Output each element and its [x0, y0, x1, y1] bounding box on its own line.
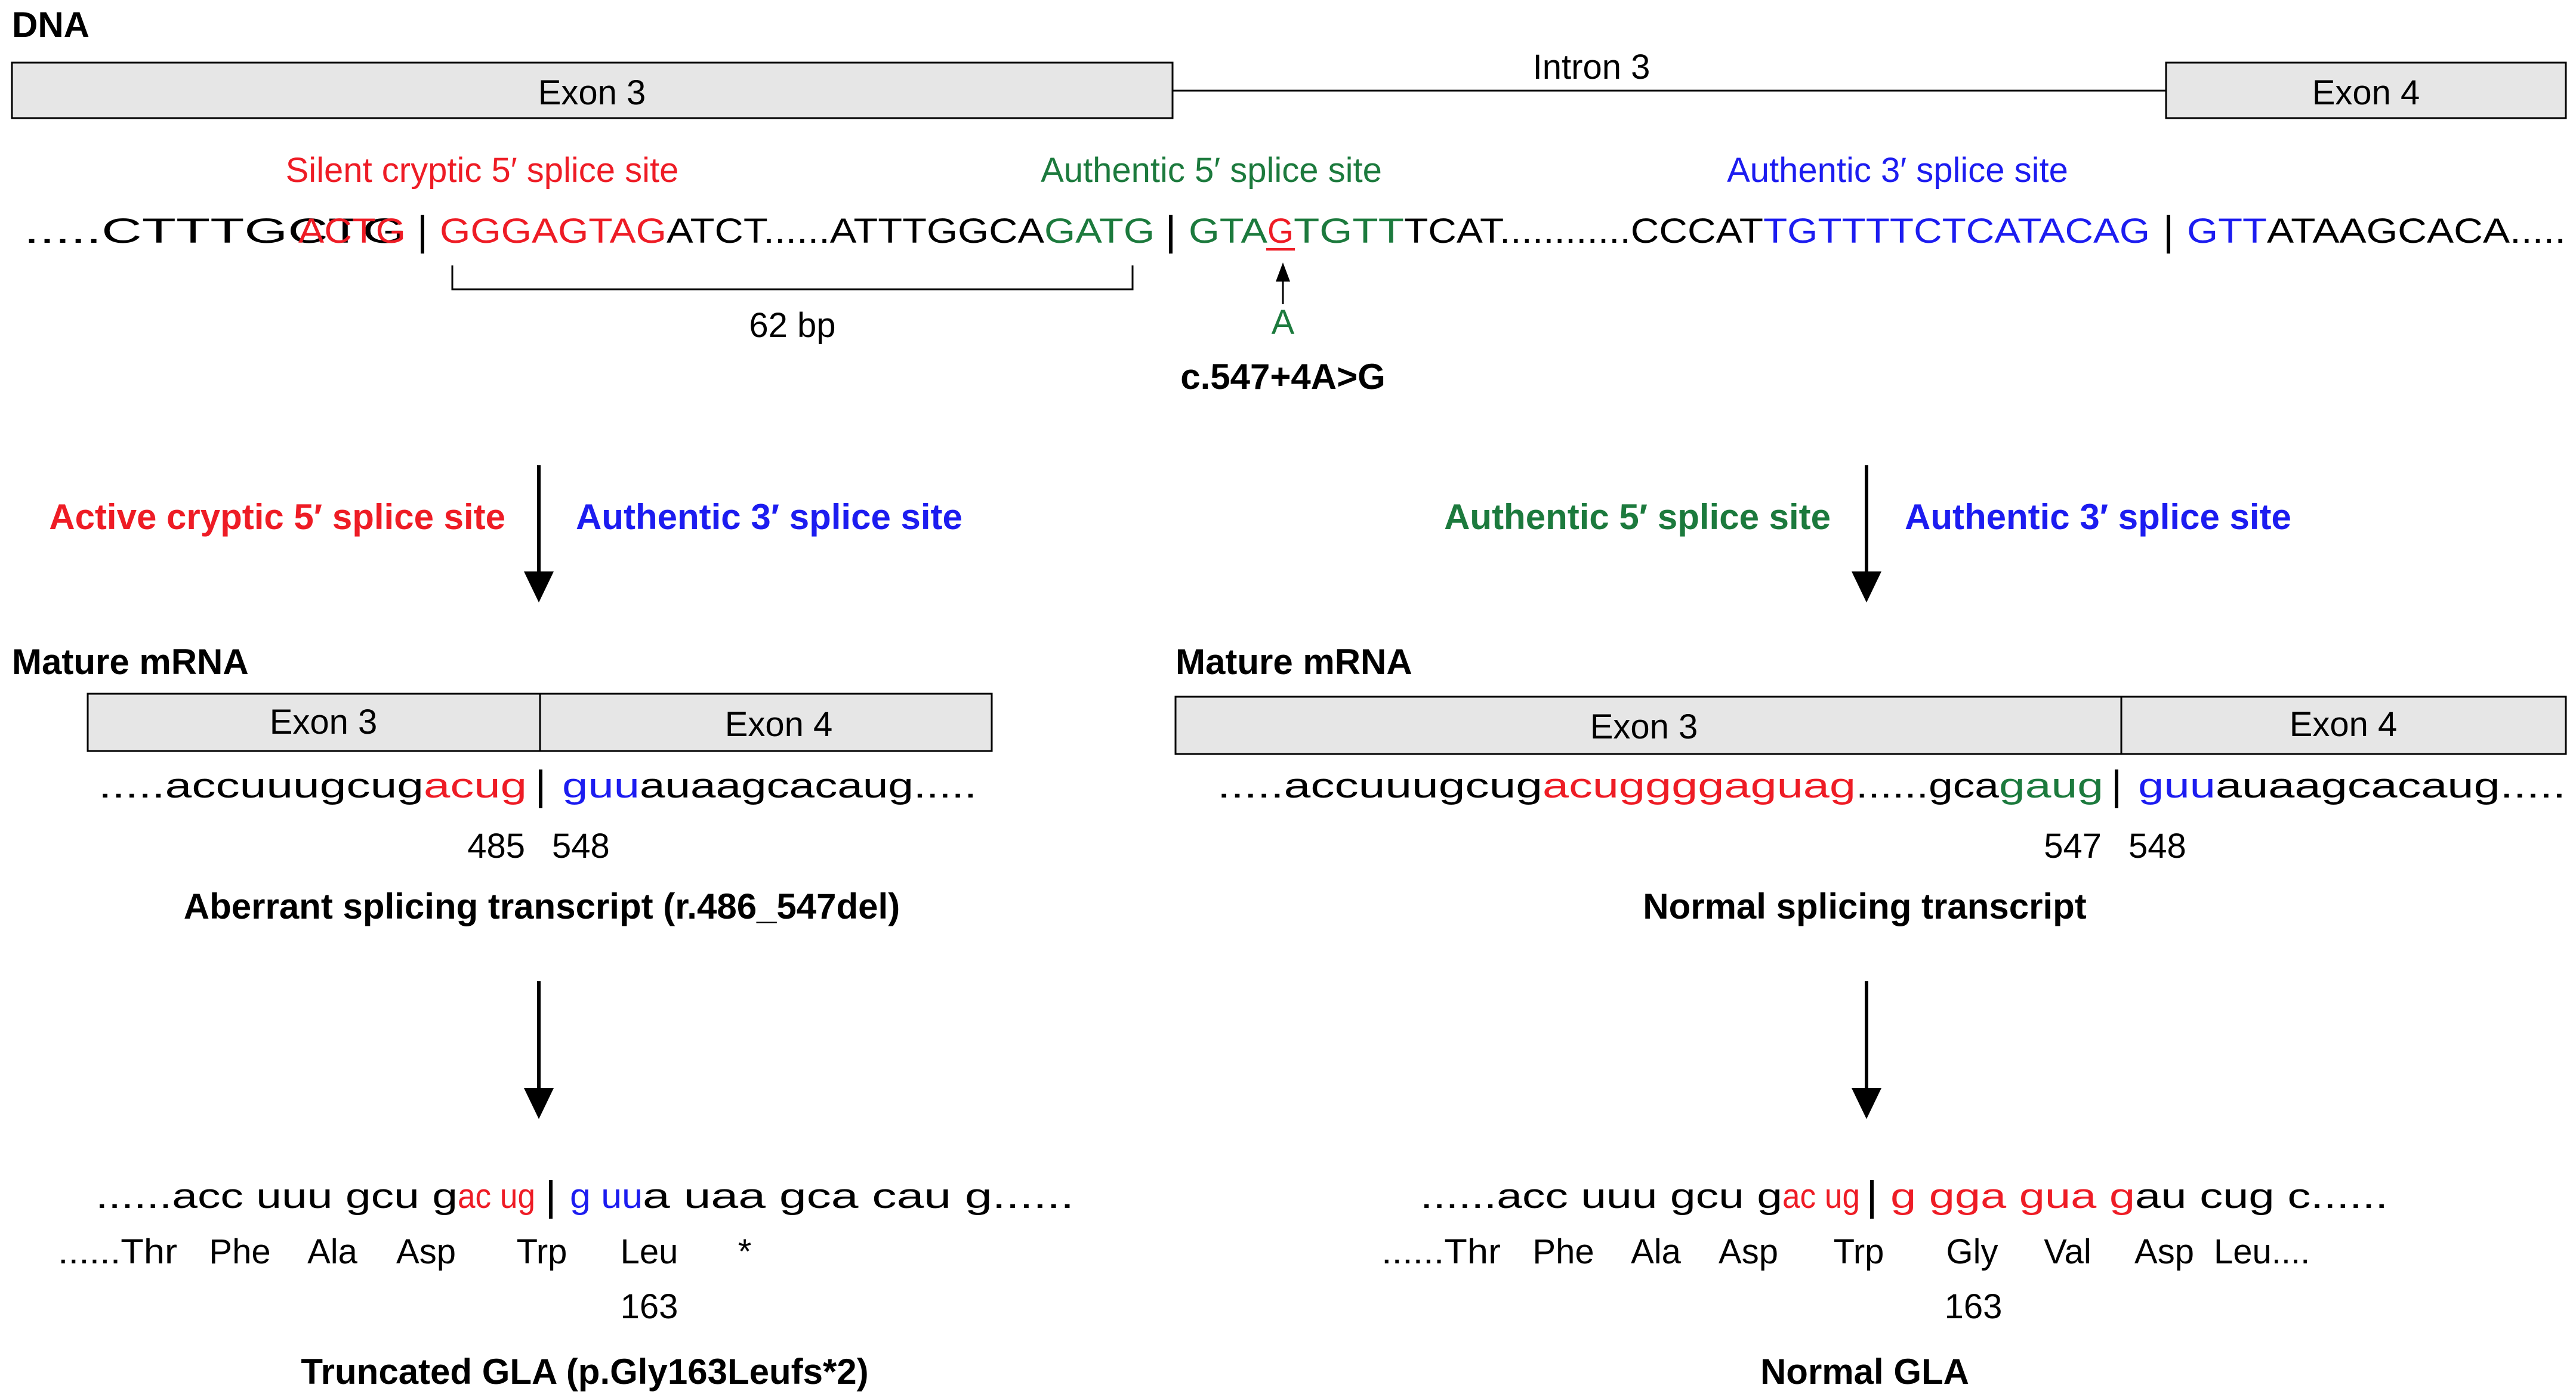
dna-authentic5-label: Authentic 5′ splice site — [1041, 151, 1382, 190]
dna-exon3-box — [11, 61, 1174, 119]
right-authentic3-label: Authentic 3′ splice site — [1905, 497, 2291, 537]
right-mrna-box — [1174, 696, 2567, 755]
right-codons-a: ......acc uuu gcu g — [1420, 1177, 1782, 1216]
right-aa-9: Leu.... — [2214, 1232, 2310, 1271]
left-mrna-seq-c: guu — [562, 767, 640, 805]
right-mrna-seq-f: auaagcacaug..... — [2216, 767, 2566, 805]
left-cryptic-site-label: Active cryptic 5′ splice site — [49, 497, 505, 537]
left-aa-7-stop: * — [738, 1232, 752, 1271]
left-aa-5: Trp — [517, 1232, 567, 1271]
right-aa-5: Trp — [1834, 1232, 1884, 1271]
dna-seq-s11: GTT — [2187, 212, 2267, 251]
right-protein-label: Normal GLA — [1760, 1352, 1969, 1392]
dna-seq-s9: TCAT............CCCAT — [1404, 212, 1763, 251]
right-codons-d: au cug c...... — [2135, 1177, 2388, 1216]
left-arrow-2-head — [524, 1088, 554, 1119]
right-aa-4: Asp — [1719, 1232, 1778, 1271]
dna-authentic3-label: Authentic 3′ splice site — [1727, 151, 2068, 190]
left-arrow-1-head — [524, 571, 554, 602]
right-mrna-title: Mature mRNA — [1176, 642, 1412, 682]
left-mrna-exon4: Exon 4 — [725, 705, 833, 744]
right-aa-3: Ala — [1631, 1232, 1682, 1271]
left-codons-c: g uu — [570, 1177, 643, 1216]
left-mrna-title: Mature mRNA — [12, 642, 249, 682]
dna-seq-mutated-base: G — [1267, 212, 1294, 251]
right-pos-547: 547 — [2044, 827, 2102, 866]
left-authentic3-label: Authentic 3′ splice site — [576, 497, 962, 537]
dna-title: DNA — [12, 5, 90, 45]
left-pos-485: 485 — [467, 827, 525, 866]
right-aa-7: Val — [2044, 1232, 2091, 1271]
right-mrna-seq-e: guu — [2138, 767, 2216, 805]
left-aa-2: Phe — [209, 1232, 270, 1271]
right-aa-2: Phe — [1532, 1232, 1594, 1271]
dna-seq-s4: ATCT......ATTTGGCA — [667, 212, 1044, 251]
right-aa-position: 163 — [1945, 1287, 2003, 1326]
right-pos-548: 548 — [2128, 827, 2186, 866]
left-aa-3: Ala — [307, 1232, 358, 1271]
dna-seq-s3: GGGAGTAG — [440, 212, 667, 251]
right-mrna-exon4: Exon 4 — [2290, 705, 2398, 744]
dna-exon3-label: Exon 3 — [538, 73, 646, 112]
right-mrna-seq-d: gaug — [1999, 767, 2103, 805]
right-mrna-seq-b: acuggggaguag — [1542, 767, 1856, 805]
left-codons-b: ac ug — [458, 1177, 535, 1216]
left-codons-a: ......acc uuu gcu g — [95, 1177, 458, 1216]
dna-seq-s1: .....CTTTGCTG — [24, 212, 406, 251]
dna-intron3-label: Intron 3 — [1533, 48, 1651, 86]
left-aa-6: Leu — [621, 1232, 678, 1271]
left-codons-d: a uaa gca cau g...... — [643, 1177, 1074, 1216]
left-mrna-seq-a: .....accuuugcug — [98, 767, 424, 805]
right-codons-c: g gga gua g — [1890, 1177, 2135, 1216]
dna-seq-s5: GATG — [1044, 212, 1155, 251]
left-aa-1: ......Thr — [58, 1232, 177, 1271]
right-arrow-1-head — [1852, 571, 1881, 602]
right-mrna-exon3: Exon 3 — [1590, 707, 1698, 746]
dna-exon4-box — [2165, 61, 2567, 119]
mutation-name: c.547+4A>G — [1180, 357, 1386, 397]
dna-seq-s6: GTA — [1189, 212, 1267, 251]
dna-cryptic-site-label: Silent cryptic 5′ splice site — [286, 151, 679, 190]
mutation-wildtype-base: A — [1272, 303, 1295, 342]
deletion-bracket — [451, 265, 1134, 290]
right-arrow-2-head — [1852, 1088, 1881, 1119]
right-codons-b: ac ug — [1782, 1177, 1860, 1216]
right-aa-8: Asp — [2134, 1232, 2194, 1271]
right-mrna-seq-c: ......gca — [1856, 767, 2000, 805]
right-aa-6: Gly — [1946, 1232, 1998, 1271]
left-protein-label: Truncated GLA (p.Gly163Leufs*2) — [301, 1352, 868, 1392]
right-aa-1: ......Thr — [1381, 1232, 1501, 1271]
deletion-length-label: 62 bp — [749, 306, 835, 345]
left-aa-position: 163 — [621, 1287, 678, 1326]
dna-exon4-label: Exon 4 — [2312, 73, 2420, 112]
dna-seq-s10: TGTTTTCTCATACAG — [1763, 212, 2150, 251]
left-transcript-label: Aberrant splicing transcript (r.486_547d… — [184, 886, 900, 926]
right-mrna-seq-a: .....accuuugcug — [1217, 767, 1542, 805]
right-authentic5-label: Authentic 5′ splice site — [1444, 497, 1831, 537]
left-pos-548: 548 — [552, 827, 610, 866]
left-mrna-exon3: Exon 3 — [270, 703, 378, 741]
dna-seq-s12: ATAAGCACA..... — [2267, 212, 2566, 251]
left-mrna-seq-b: acug — [424, 767, 527, 805]
left-aa-4: Asp — [396, 1232, 456, 1271]
dna-seq-s2: ACTG — [298, 212, 406, 251]
mutation-arrow-head — [1276, 262, 1290, 282]
right-transcript-label: Normal splicing transcript — [1643, 886, 2087, 926]
dna-seq-s8: TGTT — [1294, 212, 1404, 251]
left-mrna-seq-d: auaagcacaug..... — [640, 767, 977, 805]
